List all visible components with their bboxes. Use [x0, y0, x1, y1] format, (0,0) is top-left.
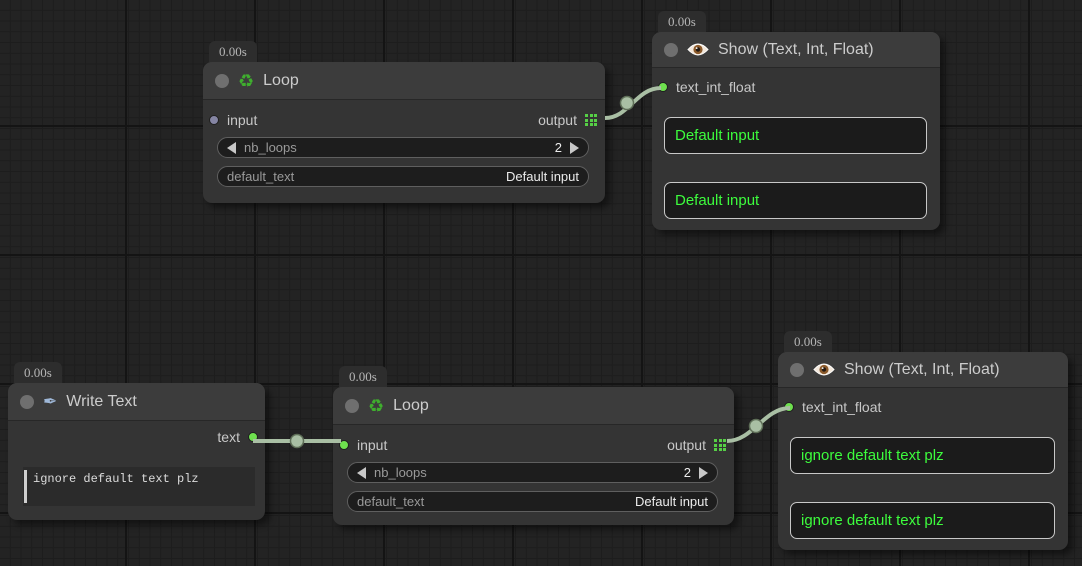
show-output-text[interactable]: Default input	[664, 117, 927, 154]
execution-time-badge: 0.00s	[784, 331, 832, 352]
output-slot-label: output	[667, 437, 706, 453]
collapse-dot[interactable]	[345, 398, 359, 413]
node-titlebar[interactable]: Show (Text, Int, Float)	[652, 32, 940, 68]
stepper-increment-icon[interactable]	[570, 141, 579, 154]
stepper-decrement-icon[interactable]	[227, 141, 236, 154]
multi-output-grid-icon[interactable]	[585, 114, 597, 126]
widget-value: 2	[683, 465, 691, 480]
input-slot-dot[interactable]	[209, 115, 219, 125]
execution-time-badge: 0.00s	[209, 41, 257, 62]
output-slot-dot[interactable]	[248, 432, 258, 442]
node-show-bottom[interactable]: 0.00s Show (Text, Int, Float) text_int_f…	[778, 331, 1068, 550]
stepper-decrement-icon[interactable]	[357, 466, 366, 479]
collapse-dot[interactable]	[20, 394, 34, 409]
eye-icon	[813, 362, 835, 377]
widget-value: Default input	[635, 494, 708, 509]
widget-label: default_text	[227, 169, 295, 184]
input-slot-label: input	[227, 112, 258, 128]
input-slot-label: text_int_float	[676, 79, 756, 95]
node-title: Show (Text, Int, Float)	[844, 360, 1000, 378]
collapse-dot[interactable]	[664, 42, 678, 57]
widget-label: default_text	[357, 494, 425, 509]
node-titlebar[interactable]: ♻ Loop	[203, 62, 605, 100]
node-show-top[interactable]: 0.00s Show (Text, Int, Float) text_int_f…	[652, 11, 940, 230]
show-output-text[interactable]: ignore default text plz	[790, 502, 1055, 539]
show-output-text[interactable]: ignore default text plz	[790, 437, 1055, 474]
recycle-icon: ♻	[238, 70, 255, 91]
output-slot-label: text	[217, 429, 240, 445]
default-text-widget[interactable]: default_text Default input	[217, 166, 589, 187]
nb-loops-stepper[interactable]: nb_loops 2	[347, 462, 718, 483]
show-output-text[interactable]: Default input	[664, 182, 927, 219]
widget-label: nb_loops	[374, 465, 427, 480]
text-value: ignore default text plz	[33, 472, 199, 486]
execution-time-badge: 0.00s	[339, 366, 387, 387]
pen-icon: ✒	[43, 391, 58, 411]
collapse-dot[interactable]	[790, 362, 804, 377]
node-loop-bottom[interactable]: 0.00s ♻ Loop input output nb_loops 2 def…	[333, 366, 734, 525]
execution-time-badge: 0.00s	[658, 11, 706, 32]
default-text-widget[interactable]: default_text Default input	[347, 491, 718, 512]
node-title: Loop	[393, 396, 429, 414]
collapse-dot[interactable]	[215, 73, 229, 88]
recycle-icon: ♻	[368, 395, 385, 416]
input-slot-dot[interactable]	[658, 82, 668, 92]
nb-loops-stepper[interactable]: nb_loops 2	[217, 137, 589, 158]
widget-label: nb_loops	[244, 140, 297, 155]
execution-time-badge: 0.00s	[14, 362, 62, 383]
node-write-text[interactable]: 0.00s ✒ Write Text text ignore default t…	[8, 362, 265, 520]
text-input-area[interactable]: ignore default text plz	[23, 467, 255, 506]
node-titlebar[interactable]: Show (Text, Int, Float)	[778, 352, 1068, 388]
input-slot-dot[interactable]	[784, 402, 794, 412]
node-title: Show (Text, Int, Float)	[718, 40, 874, 58]
text-caret	[24, 470, 27, 503]
output-slot-label: output	[538, 112, 577, 128]
input-slot-label: text_int_float	[802, 399, 882, 415]
widget-value: 2	[554, 140, 562, 155]
node-titlebar[interactable]: ♻ Loop	[333, 387, 734, 425]
eye-icon	[687, 42, 709, 57]
stepper-increment-icon[interactable]	[699, 466, 708, 479]
multi-output-grid-icon[interactable]	[714, 439, 726, 451]
node-loop-top[interactable]: 0.00s ♻ Loop input output nb_loops 2 def…	[203, 41, 605, 203]
input-slot-label: input	[357, 437, 388, 453]
node-title: Loop	[263, 71, 299, 89]
node-titlebar[interactable]: ✒ Write Text	[8, 383, 265, 421]
input-slot-dot[interactable]	[339, 440, 349, 450]
node-title: Write Text	[66, 392, 137, 410]
widget-value: Default input	[506, 169, 579, 184]
